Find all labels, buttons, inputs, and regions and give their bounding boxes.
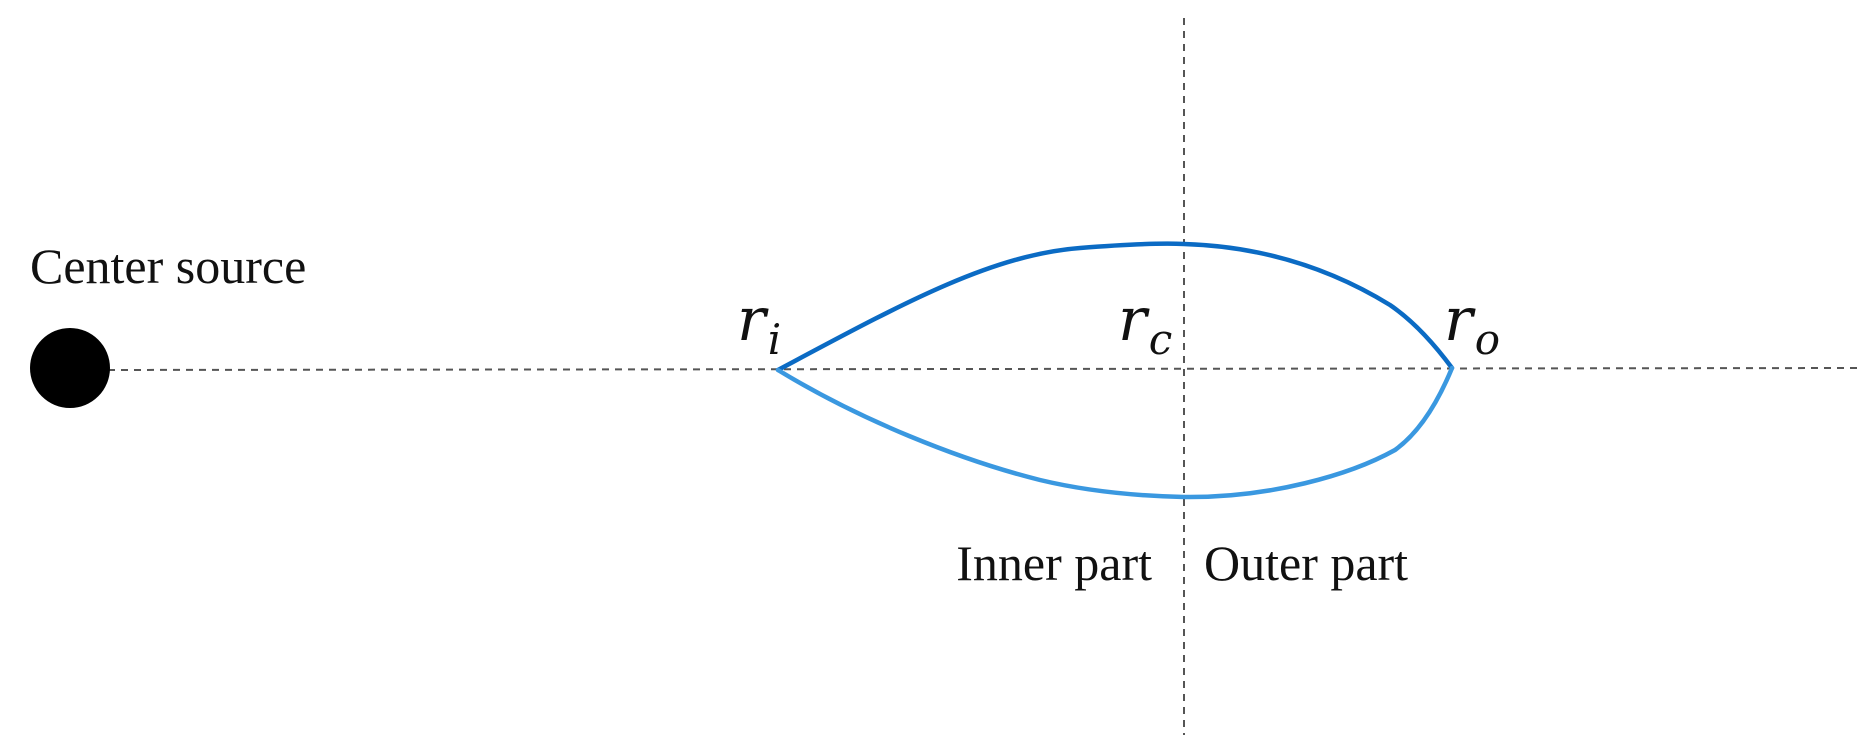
- inner-part-label: Inner part: [956, 535, 1152, 591]
- lens-lower-curve: [775, 365, 1455, 500]
- outer-part-label: Outer part: [1204, 535, 1408, 591]
- r-c-marker: rc: [1118, 285, 1172, 364]
- r-i-marker: ri: [737, 285, 781, 364]
- horizontal-axis-line: [94, 367, 1861, 371]
- center-source-label: Center source: [30, 238, 306, 294]
- lens-upper-curve: [775, 241, 1455, 373]
- r-o-marker: ro: [1444, 285, 1500, 364]
- center-source-dot: [30, 328, 110, 408]
